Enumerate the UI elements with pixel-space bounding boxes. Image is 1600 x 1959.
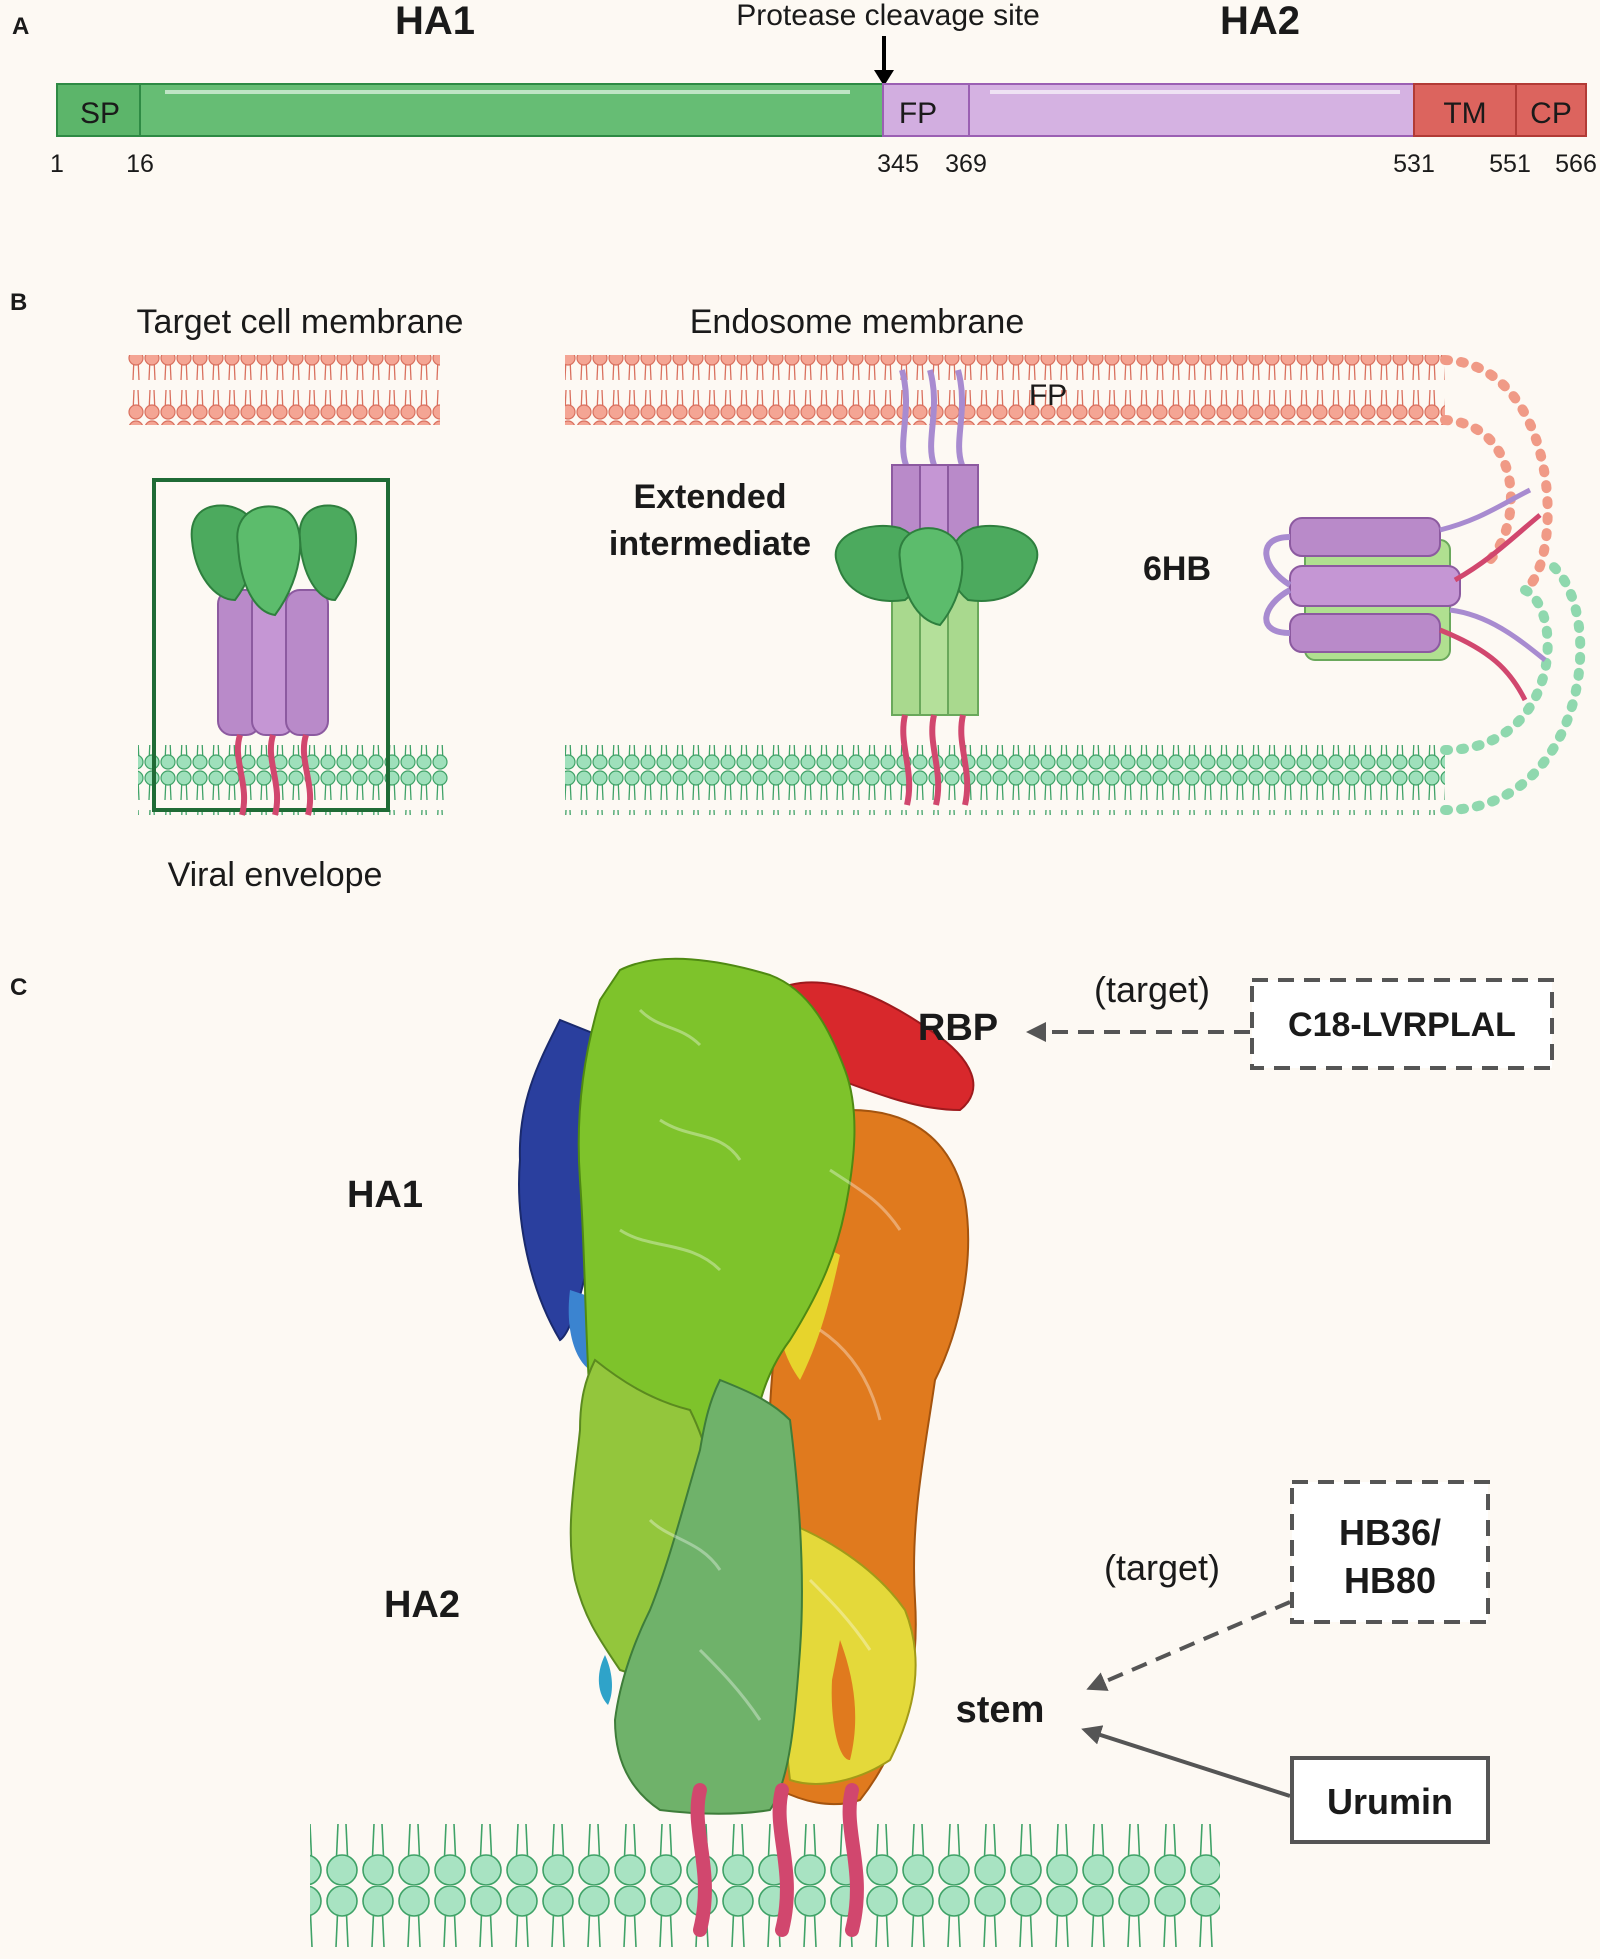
target-label-rbp: (target) xyxy=(1094,969,1210,1010)
six-hb-label: 6HB xyxy=(1143,550,1211,588)
viral-membrane-curve-outer xyxy=(1440,585,1553,755)
fp-domain xyxy=(882,83,970,137)
panel-a: A HA1 HA2 Protease cleavage site SP FP T… xyxy=(12,0,1597,178)
urumin-label: Urumin xyxy=(1327,1781,1453,1822)
ext-fusion-peptide-1 xyxy=(899,369,910,467)
sixhb-fp-1 xyxy=(1439,487,1532,533)
prefusion-anchor-1 xyxy=(234,734,248,816)
target-membrane-label: Target cell membrane xyxy=(137,303,464,341)
viral-membrane-fusion xyxy=(565,745,1445,815)
position-345: 345 xyxy=(877,150,919,178)
sixhb-fp-2 xyxy=(1449,607,1547,662)
fp-membrane-label: FP xyxy=(1029,379,1067,412)
anchor-1 xyxy=(690,1783,712,1937)
cleavage-arrow-head xyxy=(874,70,894,86)
prefusion-head-3 xyxy=(298,504,358,602)
panel-a-letter: A xyxy=(12,13,29,40)
extended-intermediate xyxy=(834,369,1039,806)
panel-c: C xyxy=(10,957,1554,1959)
cyan-patch xyxy=(598,1655,612,1705)
six-helix-bundle xyxy=(1263,487,1547,702)
endosome-membrane-curve-outer xyxy=(1440,355,1553,595)
viral-envelope-membrane xyxy=(138,745,448,815)
hb-label-line2: HB80 xyxy=(1344,1560,1436,1601)
prefusion-anchor-3 xyxy=(300,734,314,816)
urumin-arrow xyxy=(1081,1725,1291,1798)
tm-label: TM xyxy=(1443,97,1486,130)
sixhb-loop-2 xyxy=(1263,587,1292,636)
anchor-2 xyxy=(772,1783,794,1937)
c18-label: C18-LVRPLAL xyxy=(1288,1006,1516,1044)
prefusion-stalk-3 xyxy=(285,589,329,736)
position-531: 531 xyxy=(1393,150,1435,178)
target-label-stem: (target) xyxy=(1104,1547,1220,1588)
position-1: 1 xyxy=(50,150,64,178)
sixhb-helix-top xyxy=(1289,517,1441,557)
ext-anchor-3 xyxy=(958,714,971,806)
sixhb-tm-1 xyxy=(1453,513,1542,583)
sixhb-helix-middle xyxy=(1289,565,1461,607)
ext-anchor-1 xyxy=(900,714,913,806)
endosome-membrane-curve-inner xyxy=(1440,415,1516,565)
extended-label-line2: intermediate xyxy=(609,525,811,563)
medium-green-stalk xyxy=(613,1378,803,1815)
sixhb-tm-2 xyxy=(1439,627,1528,702)
c18-box xyxy=(1250,978,1554,1070)
panel-b-letter: B xyxy=(10,289,27,316)
prefusion-ha-box xyxy=(152,478,390,812)
ha1-structure-label: HA1 xyxy=(347,1174,423,1216)
ha1-heading: HA1 xyxy=(395,0,475,43)
panel-b: B Target cell membrane Endosome membrane… xyxy=(10,289,1586,894)
rbp-label: RBP xyxy=(918,1007,998,1049)
fp-label: FP xyxy=(899,97,937,130)
endosome-membrane xyxy=(565,355,1445,425)
cleavage-site-label: Protease cleavage site xyxy=(736,0,1040,32)
ha2-heading: HA2 xyxy=(1220,0,1300,43)
extended-label-line1: Extended xyxy=(633,478,786,516)
ext-anchor-2 xyxy=(929,714,942,806)
panel-c-letter: C xyxy=(10,974,27,1001)
bilayer-membrane xyxy=(310,1810,1220,1959)
ext-fusion-peptide-3 xyxy=(955,369,966,467)
position-551: 551 xyxy=(1489,150,1531,178)
cp-label: CP xyxy=(1530,97,1572,130)
ext-head-2 xyxy=(898,527,964,627)
prefusion-ha-trimer xyxy=(190,504,358,816)
anchor-3 xyxy=(842,1783,864,1937)
surface-texture xyxy=(619,1008,902,1721)
cp-domain xyxy=(1515,83,1587,137)
position-369: 369 xyxy=(945,150,987,178)
target-cell-membrane xyxy=(128,355,440,425)
viral-membrane-curve-inner xyxy=(1440,555,1586,815)
endosome-membrane-label: Endosome membrane xyxy=(690,303,1025,341)
hb-arrow xyxy=(1086,1600,1291,1691)
hb-box xyxy=(1290,1480,1490,1624)
hb-label-line1: HB36/ xyxy=(1339,1512,1441,1553)
orange-strip xyxy=(831,1640,856,1760)
stem-label: stem xyxy=(956,1689,1045,1731)
viral-envelope-label: Viral envelope xyxy=(168,856,383,894)
prefusion-head-2 xyxy=(236,505,302,617)
sixhb-helix-bottom xyxy=(1289,613,1441,653)
position-566: 566 xyxy=(1555,150,1597,178)
prefusion-anchor-2 xyxy=(267,734,281,816)
sp-label: SP xyxy=(80,97,120,130)
ha-trimer-surface xyxy=(518,957,975,1815)
urumin-box xyxy=(1290,1756,1490,1844)
sixhb-loop-1 xyxy=(1263,534,1292,588)
position-16: 16 xyxy=(126,150,154,178)
ha2-structure-label: HA2 xyxy=(384,1584,460,1626)
ext-fusion-peptide-2 xyxy=(927,369,938,467)
